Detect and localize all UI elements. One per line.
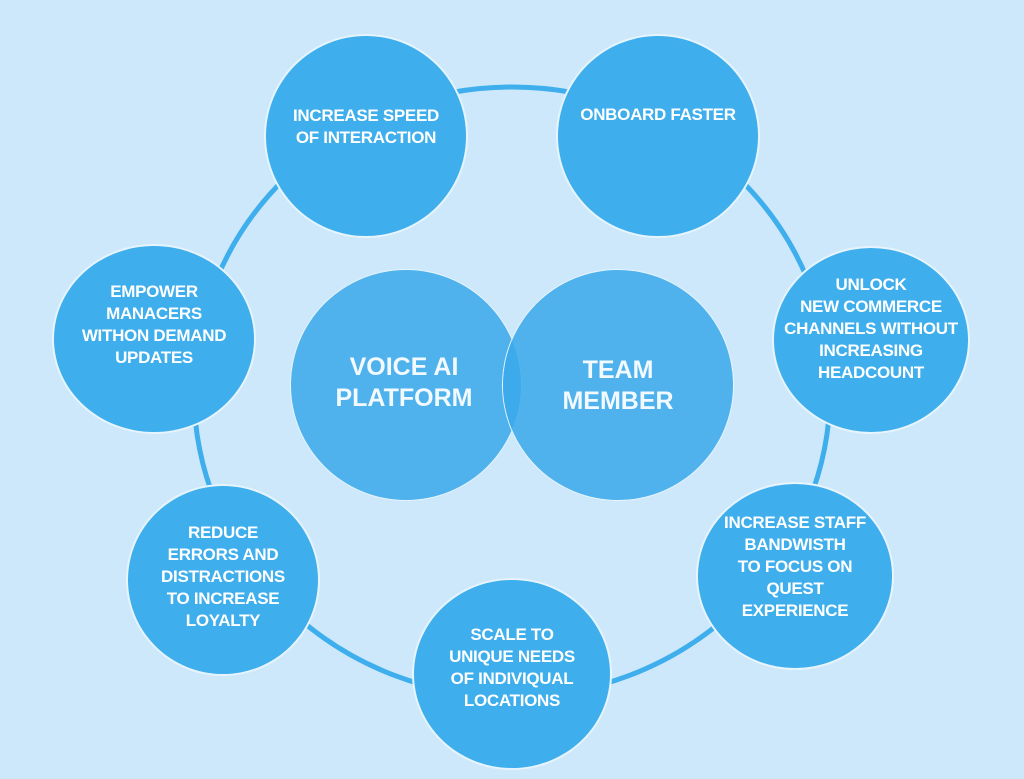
node-increase-speed: INCREASE SPEED OF INTERACTION <box>266 36 466 236</box>
node-onboard-faster: ONBOARD FASTER <box>558 36 758 236</box>
node-label: INCREASE STAFF BANDWISTH TO FOCUS ON QUE… <box>724 513 866 620</box>
node-reduce-errors: REDUCE ERRORS AND DISTRACTIONS TO INCREA… <box>128 486 318 674</box>
node-label: SCALE TO UNIQUE NEEDS OF INDIVIQUAL LOCA… <box>449 625 575 710</box>
center-label: TEAM MEMBER <box>562 356 674 415</box>
node-increase-staff-bandwidth: INCREASE STAFF BANDWISTH TO FOCUS ON QUE… <box>698 484 892 668</box>
node-label: REDUCE ERRORS AND DISTRACTIONS TO INCREA… <box>161 523 285 630</box>
node-label: INCREASE SPEED OF INTERACTION <box>292 106 439 147</box>
center-label: VOICE AI PLATFORM <box>335 353 473 412</box>
node-label: ONBOARD FASTER <box>580 105 736 124</box>
center-circle-voice-ai-platform: VOICE AI PLATFORM <box>291 270 521 500</box>
node-empower-managers: EMPOWER MANACERS WITHON DEMAND UPDATES <box>54 246 254 432</box>
node-label: UNLOCK NEW COMMERCE CHANNELS WITHOUT INC… <box>784 275 958 382</box>
center-circle-team-member: TEAM MEMBER <box>503 270 733 500</box>
node-label: EMPOWER MANACERS WITHON DEMAND UPDATES <box>81 282 227 367</box>
node-unlock-commerce: UNLOCK NEW COMMERCE CHANNELS WITHOUT INC… <box>774 248 968 432</box>
node-scale-locations: SCALE TO UNIQUE NEEDS OF INDIVIQUAL LOCA… <box>414 580 610 768</box>
